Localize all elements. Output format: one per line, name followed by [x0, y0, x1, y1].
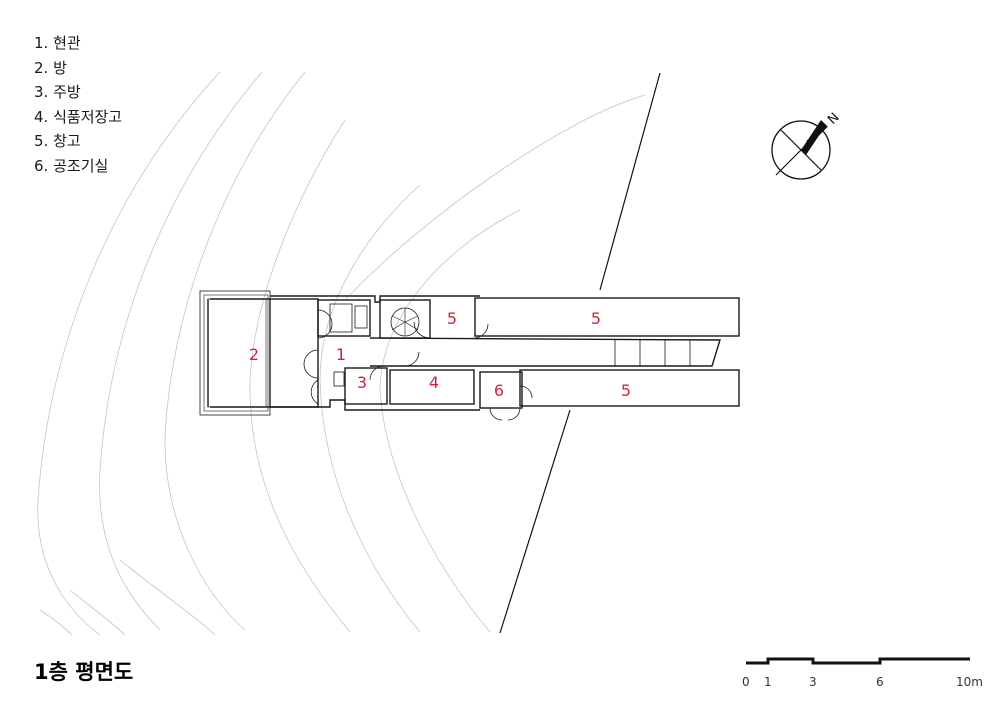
scale-label: 0 — [742, 675, 750, 689]
room-label: 1 — [336, 345, 346, 364]
room-label: 3 — [357, 373, 367, 392]
scale-label: 10m — [956, 675, 983, 689]
legend-item: 6. 공조기실 — [34, 156, 109, 175]
room-label: 6 — [494, 381, 504, 400]
legend-item: 3. 주방 — [34, 83, 81, 102]
room-label: 5 — [447, 309, 457, 328]
north-arrow: N — [771, 110, 843, 180]
terrain-contours — [37, 71, 646, 636]
room-label: 5 — [591, 309, 601, 328]
scale-label: 3 — [809, 675, 817, 689]
building-plan — [199, 290, 740, 421]
legend-item: 4. 식품저장고 — [34, 107, 123, 126]
room-labels: 2 1 3 4 5 5 5 6 — [249, 309, 631, 400]
legend-item: 5. 창고 — [34, 132, 81, 151]
legend-item: 1. 현관 — [34, 34, 81, 52]
room-label: 4 — [429, 373, 439, 392]
scale-label: 1 — [764, 675, 772, 689]
room-legend: 1. 현관 2. 방 3. 주방 4. 식품저장고 5. 창고 6. 공조기실 — [34, 31, 122, 179]
room-label: 5 — [621, 381, 631, 400]
scale-label: 6 — [876, 675, 884, 689]
north-label: N — [825, 110, 842, 127]
site-boundary — [499, 72, 661, 634]
legend-item: 2. 방 — [34, 58, 67, 77]
room-label: 2 — [249, 345, 259, 364]
plan-title: 1층 평면도 — [34, 660, 134, 684]
scale-bar — [746, 657, 970, 665]
